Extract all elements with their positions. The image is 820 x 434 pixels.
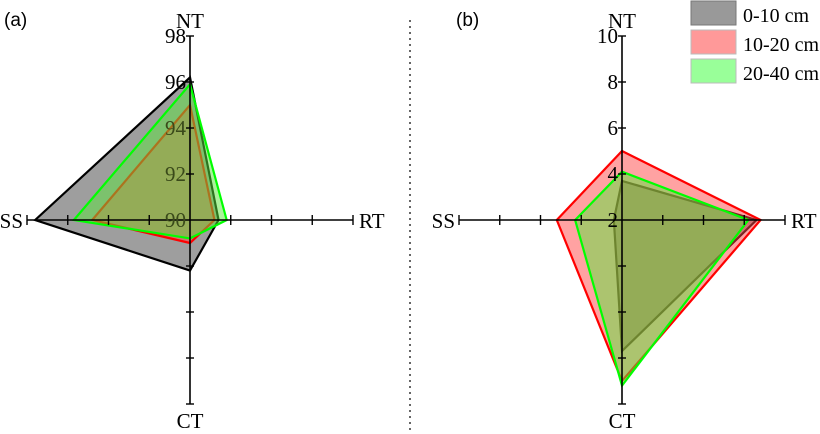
axis-label-CT: CT bbox=[177, 409, 204, 433]
axis-label-NT: NT bbox=[608, 9, 636, 33]
legend-label-10-20: 10-20 cm bbox=[743, 34, 820, 56]
series-polygon-20-40-cm bbox=[71, 82, 228, 240]
axis-label-CT: CT bbox=[609, 409, 636, 433]
tick-label: 6 bbox=[608, 116, 619, 140]
tick-label: 4 bbox=[608, 162, 619, 186]
legend: 0-10 cm 10-20 cm 20-40 cm bbox=[690, 0, 820, 85]
tick-label: 10 bbox=[597, 24, 618, 48]
axis-label-RT: RT bbox=[791, 209, 817, 233]
legend-swatch-0-10 bbox=[690, 0, 737, 26]
axis-label-RT: RT bbox=[359, 209, 385, 233]
axis-label-NT: NT bbox=[176, 9, 204, 33]
panel-label: (b) bbox=[456, 10, 479, 31]
tick-label: 98 bbox=[165, 24, 186, 48]
tick-label: 92 bbox=[165, 162, 186, 186]
panel-b: NT RT CT SS 2 4 6 8 10 (b) bbox=[432, 9, 817, 433]
tick-label: 8 bbox=[608, 70, 619, 94]
legend-label-20-40: 20-40 cm bbox=[743, 63, 820, 85]
tick-label: 94 bbox=[165, 116, 187, 140]
axis-label-SS: SS bbox=[0, 209, 23, 233]
tick-label: 90 bbox=[165, 208, 186, 232]
legend-swatch-10-20 bbox=[690, 29, 737, 55]
tick-label: 96 bbox=[165, 70, 186, 94]
legend-swatch-20-40 bbox=[690, 58, 737, 84]
legend-label-0-10: 0-10 cm bbox=[743, 5, 810, 27]
panel-label: (a) bbox=[4, 10, 27, 31]
axis-label-SS: SS bbox=[432, 209, 455, 233]
panel-a: NT RT CT SS 90 92 94 96 98 (a) bbox=[0, 9, 385, 433]
tick-label: 2 bbox=[608, 208, 619, 232]
